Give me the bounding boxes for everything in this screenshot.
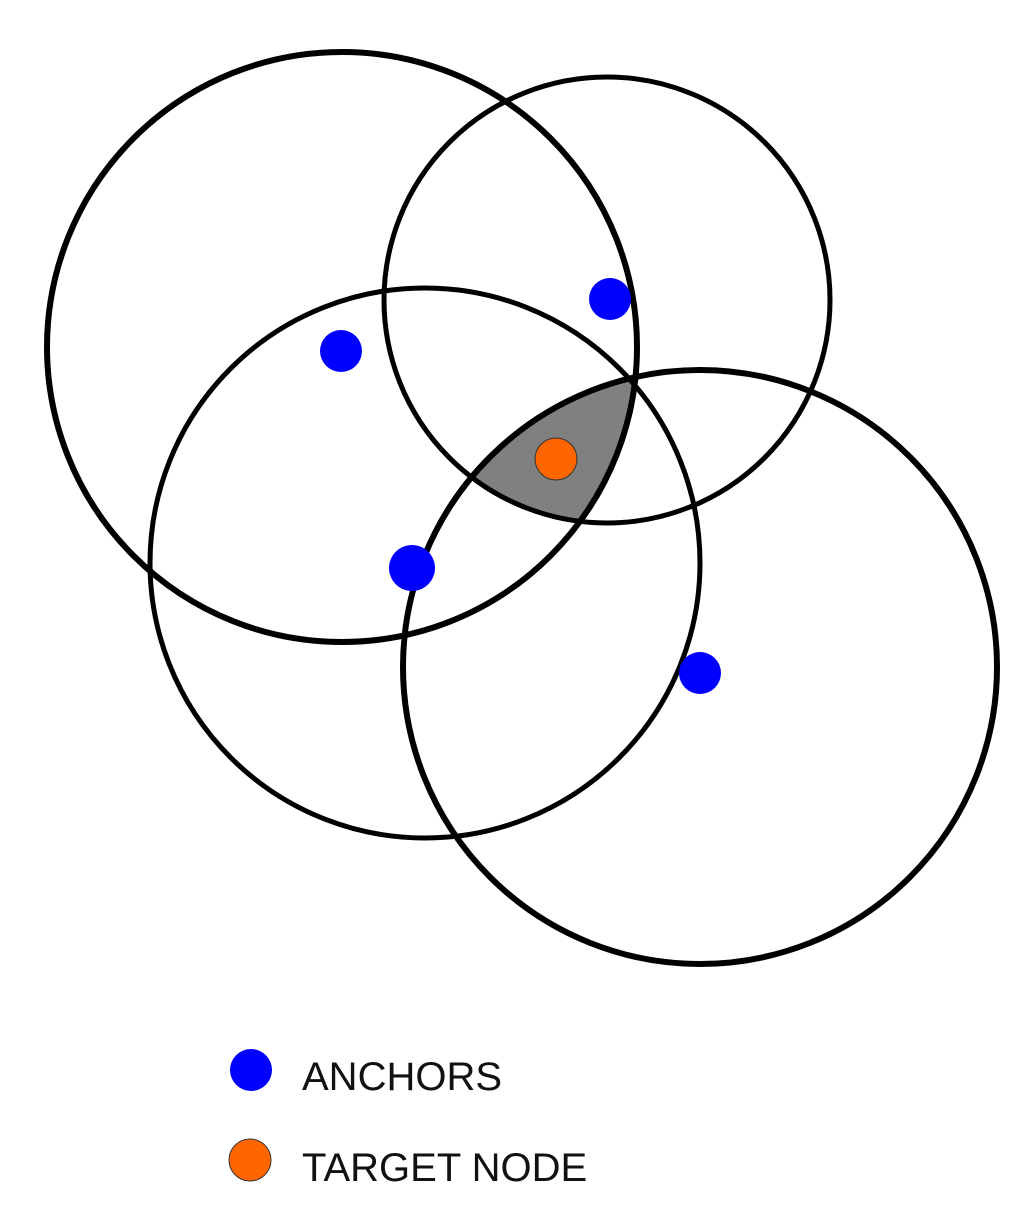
range-circle-anchor-1 — [44, 49, 640, 645]
target-node-dot — [534, 437, 578, 481]
range-circle-anchor-4 — [400, 367, 1000, 967]
anchor-dot-1 — [320, 330, 362, 372]
legend: ANCHORS TARGET NODE — [228, 1049, 587, 1190]
anchor-dot-2 — [589, 278, 631, 320]
anchor-dot-4 — [679, 652, 721, 694]
legend-anchor-icon — [230, 1049, 272, 1091]
legend-target-icon — [228, 1138, 272, 1182]
anchor-dot-3 — [389, 545, 435, 591]
legend-target-label: TARGET NODE — [302, 1146, 587, 1190]
legend-anchors-label: ANCHORS — [302, 1055, 502, 1099]
range-circle-anchor-3 — [147, 285, 703, 841]
range-circle-anchor-2 — [381, 74, 833, 526]
